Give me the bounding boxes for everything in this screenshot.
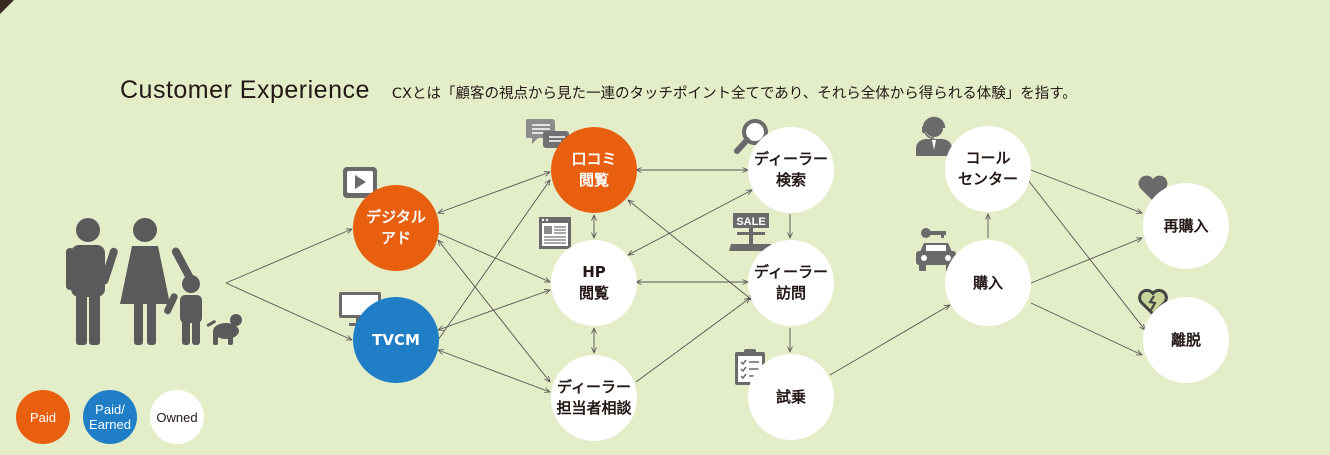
arrow-13 [628, 190, 752, 255]
node-hp: HP 閲覧 [551, 240, 637, 326]
arrow-4 [438, 240, 550, 382]
node-test-drive: 試乗 [748, 354, 834, 440]
arrow-7 [438, 350, 550, 392]
webpage-icon [539, 217, 571, 249]
node-tvcm: TVCM [353, 297, 439, 383]
legend-label: Paid/ Earned [89, 402, 131, 432]
node-label: 購入 [972, 273, 1003, 292]
node-label: デジタル アド [366, 208, 426, 247]
svg-text:SALE: SALE [736, 216, 765, 228]
broken-heart-icon [1138, 288, 1168, 316]
arrow-1 [225, 282, 352, 340]
page-title: Customer Experience [120, 76, 370, 104]
node-call-center: コール センター [945, 126, 1031, 212]
arrow-17 [829, 305, 950, 376]
legend-label: Owned [156, 409, 198, 425]
arrow-20 [1030, 238, 1142, 284]
arrow-2 [438, 172, 550, 213]
sale-sign-icon: SALE [729, 213, 773, 251]
node-repurchase: 再購入 [1143, 183, 1229, 269]
family-icon [66, 218, 242, 345]
arrow-21 [1027, 179, 1145, 330]
node-label: 口コミ 閲覧 [571, 150, 617, 189]
node-purchase: 購入 [945, 240, 1031, 326]
chat-bubbles-icon [526, 119, 569, 153]
arrow-6 [438, 290, 550, 330]
node-label: 試乗 [775, 387, 806, 406]
node-label: TVCM [372, 330, 420, 349]
video-play-icon [343, 167, 377, 198]
node-churn: 離脱 [1143, 297, 1229, 383]
node-kuchikomi: 口コミ 閲覧 [551, 127, 637, 213]
node-label: 再購入 [1163, 216, 1209, 235]
arrow-3 [437, 232, 550, 282]
operator-headset-icon [916, 116, 952, 156]
node-dealer-visit: ディーラー 訪問 [748, 240, 834, 326]
legend-paid-earned: Paid/ Earned [83, 390, 137, 444]
arrow-5 [437, 180, 550, 341]
node-dealer-search: ディーラー 検索 [748, 127, 834, 213]
arrow-0 [225, 229, 352, 284]
node-label: ディーラー 検索 [754, 150, 828, 189]
arrow-19 [1030, 169, 1142, 213]
legend-owned: Owned [150, 390, 204, 444]
node-dealer-consult: ディーラー 担当者相談 [551, 355, 637, 441]
node-label: ディーラー 訪問 [754, 263, 828, 302]
legend-label: Paid [29, 409, 57, 425]
legend-paid: Paid [16, 390, 70, 444]
page-subtitle: CXとは「顧客の視点から見た一連のタッチポイント全てであり、それら全体から得られ… [391, 86, 1077, 102]
node-label: コール センター [957, 149, 1018, 188]
magnifier-icon [734, 119, 768, 154]
node-label: HP 閲覧 [578, 263, 609, 302]
arrow-14 [635, 298, 750, 383]
node-label: ディーラー 担当者相談 [556, 378, 632, 417]
corner-mark [0, 0, 14, 14]
header: Customer Experience CXとは「顧客の視点から見た一連のタッチ… [120, 76, 1077, 106]
heart-icon [1138, 175, 1168, 201]
node-label: 離脱 [1170, 330, 1201, 349]
arrow-22 [1030, 302, 1142, 355]
node-digital-ad: デジタル アド [353, 185, 439, 271]
